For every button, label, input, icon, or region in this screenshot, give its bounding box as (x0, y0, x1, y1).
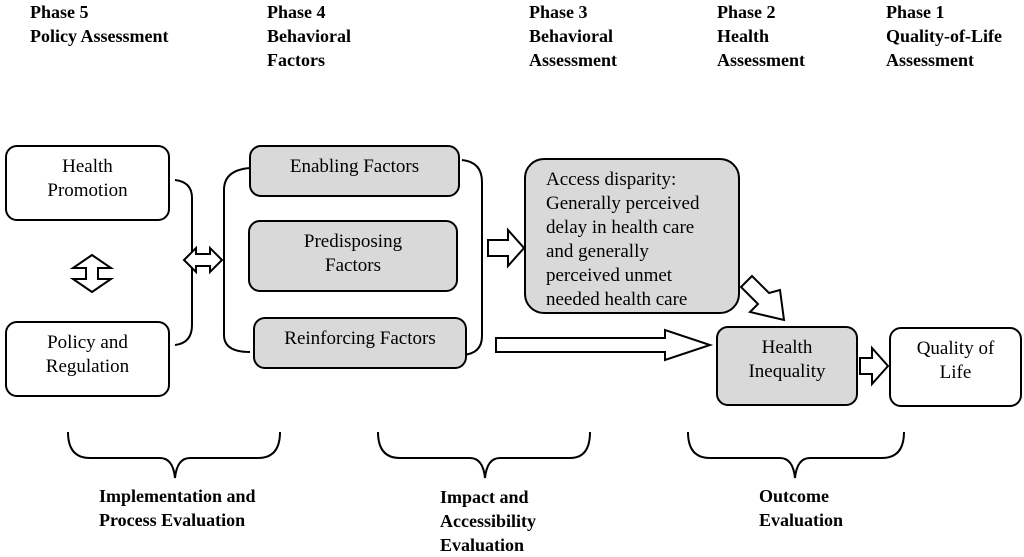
bidirectional-vertical-arrow (69, 253, 115, 294)
implementation-evaluation-label: Implementation and Process Evaluation (99, 484, 256, 532)
box-text: Regulation (45, 356, 130, 377)
box-text: perceived unmet (546, 265, 673, 286)
eval-text: Evaluation (759, 510, 844, 530)
eval-text: Evaluation (440, 535, 525, 555)
phase-number: Phase 5 (30, 2, 89, 22)
box-text: delay in health care (546, 217, 695, 238)
phase-number: Phase 2 (717, 2, 776, 22)
policy-regulation-box: Policy and Regulation (5, 321, 170, 397)
phase-title: Factors (267, 50, 325, 70)
box-text: Health (761, 337, 813, 358)
access-disparity-box: Access disparity: Generally perceived de… (524, 158, 740, 314)
phase-number: Phase 3 (529, 2, 588, 22)
phase-1-header: Phase 1 Quality-of-Life Assessment (886, 0, 1002, 72)
box-text: Generally perceived (546, 193, 700, 214)
phase-title: Policy Assessment (30, 26, 169, 46)
phase-title: Behavioral (267, 26, 351, 46)
factors-left-bracket (223, 167, 251, 353)
phase-title: Assessment (886, 50, 974, 70)
bidirectional-horizontal-arrow (182, 245, 224, 275)
box-text: Access disparity: (546, 169, 677, 190)
box-text: Inequality (748, 361, 826, 382)
box-text: needed health care (546, 289, 688, 310)
box-text: Enabling Factors (289, 156, 420, 177)
phase-title: Behavioral (529, 26, 613, 46)
box-text: Promotion (47, 180, 128, 201)
eval-text: Outcome (759, 486, 829, 506)
box-text: Quality of (916, 338, 995, 359)
phase-5-header: Phase 5 Policy Assessment (30, 0, 169, 48)
enabling-factors-box: Enabling Factors (249, 145, 460, 197)
arrow-to-quality-of-life (859, 345, 890, 387)
box-text: Policy and (47, 332, 128, 353)
phase-title: Quality-of-Life (886, 26, 1002, 46)
phase-number: Phase 1 (886, 2, 945, 22)
arrow-to-access-disparity (487, 227, 526, 269)
factors-right-bracket (461, 159, 483, 356)
health-promotion-box: Health Promotion (5, 145, 170, 221)
quality-of-life-box: Quality of Life (889, 327, 1022, 407)
outcome-evaluation-label: Outcome Evaluation (759, 484, 843, 532)
diagonal-arrow-to-health-inequality (739, 274, 786, 322)
eval-text: Impact and (440, 487, 529, 507)
box-text: Factors (325, 255, 381, 276)
phase-title: Assessment (529, 50, 617, 70)
box-text: Life (939, 362, 972, 383)
health-inequality-box: Health Inequality (716, 326, 858, 406)
reinforcing-factors-box: Reinforcing Factors (253, 317, 467, 369)
phase-number: Phase 4 (267, 2, 326, 22)
arrow-to-health-inequality (495, 328, 714, 362)
phase-3-header: Phase 3 Behavioral Assessment (529, 0, 617, 72)
impact-brace (377, 431, 591, 479)
phase-2-header: Phase 2 Health Assessment (717, 0, 805, 72)
eval-text: Process Evaluation (99, 510, 246, 530)
box-text: Health (62, 156, 113, 177)
box-text: Reinforcing Factors (284, 328, 436, 349)
outcome-brace (687, 431, 905, 479)
implementation-brace (67, 431, 281, 479)
box-text: Predisposing (303, 231, 403, 252)
eval-text: Implementation and (99, 486, 256, 506)
phase-title: Health (717, 26, 769, 46)
impact-evaluation-label: Impact and Accessibility Evaluation (440, 485, 536, 557)
phase-4-header: Phase 4 Behavioral Factors (267, 0, 351, 72)
predisposing-factors-box: Predisposing Factors (248, 220, 458, 292)
box-text: and generally (546, 241, 649, 262)
phase-title: Assessment (717, 50, 805, 70)
eval-text: Accessibility (440, 511, 536, 531)
